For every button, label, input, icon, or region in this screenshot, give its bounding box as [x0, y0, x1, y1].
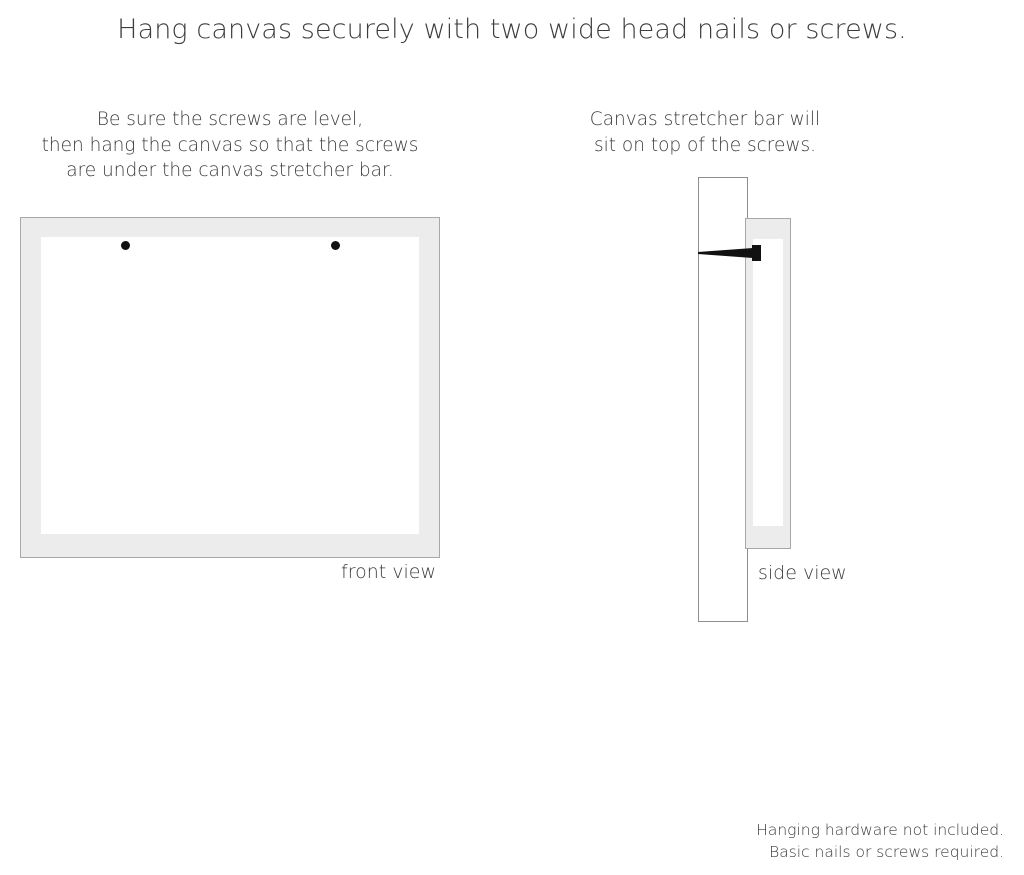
side-view-label: side view	[758, 562, 847, 584]
hardware-disclaimer-line-2: Basic nails or screws required.	[769, 843, 1004, 861]
canvas-frame-inner-panel	[41, 237, 419, 534]
side-view-diagram	[695, 170, 865, 630]
front-view-caption-line-2: then hang the canvas so that the screws	[41, 134, 419, 156]
hardware-disclaimer-line-1: Hanging hardware not included.	[756, 821, 1004, 839]
front-view-caption: Be sure the screws are level, then hang …	[20, 107, 440, 184]
stretcher-bar-inner-face	[753, 239, 783, 526]
side-view-caption: Canvas stretcher bar will sit on top of …	[565, 107, 845, 158]
screw-head-dot-right	[331, 241, 340, 250]
front-view-label: front view	[341, 561, 436, 583]
side-view-caption-line-2: sit on top of the screws.	[593, 134, 817, 156]
canvas-stretcher-bar-cross-section	[745, 218, 791, 549]
screw-side-profile-icon	[698, 245, 761, 261]
front-view-caption-line-1: Be sure the screws are level,	[96, 109, 364, 130]
front-view-caption-line-3: are under the canvas stretcher bar.	[66, 160, 394, 181]
side-view-caption-line-1: Canvas stretcher bar will	[589, 109, 821, 130]
headline: Hang canvas securely with two wide head …	[117, 14, 907, 45]
hardware-disclaimer: Hanging hardware not included. Basic nai…	[756, 819, 1004, 863]
front-view-diagram	[20, 217, 440, 558]
screw-head-dot-left	[121, 241, 130, 250]
